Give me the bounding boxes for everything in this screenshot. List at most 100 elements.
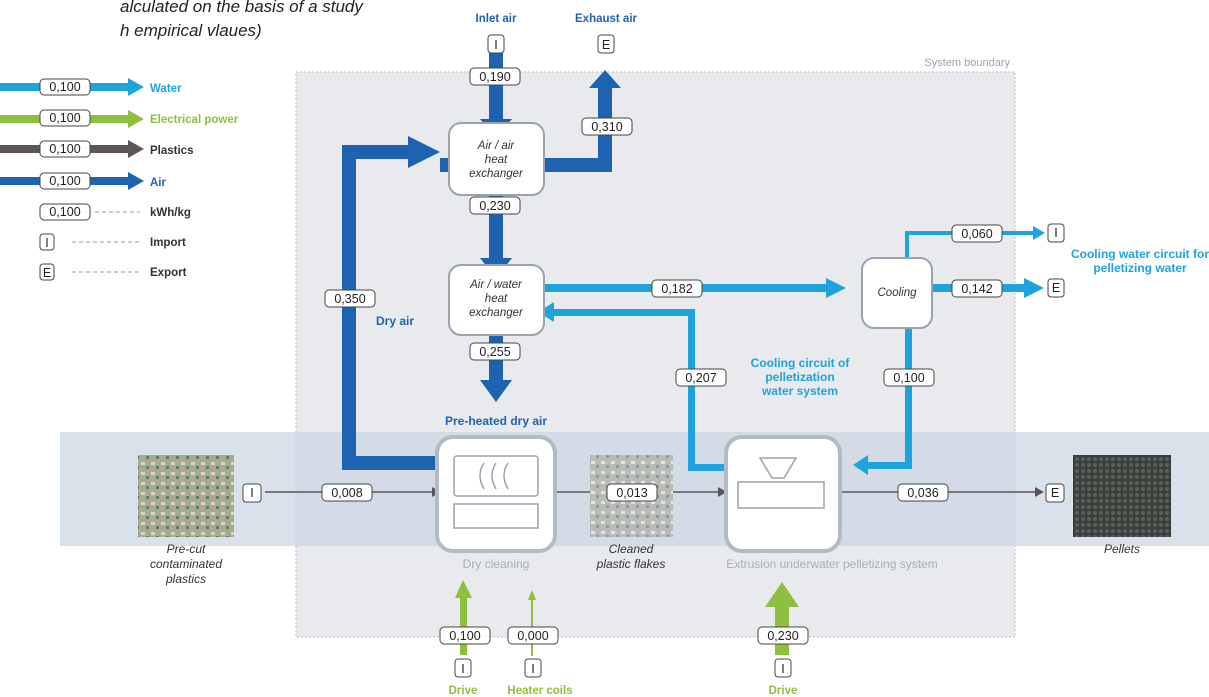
heat-waves-icon (479, 462, 509, 490)
air-air-line-2: heat (485, 154, 508, 166)
air-water-line-1: Air / water (469, 279, 523, 291)
note-line-1: alculated on the basis of a study (120, 0, 364, 16)
value-heater: 0,000 (517, 629, 548, 643)
value-heater-box (507, 626, 559, 645)
legend-plastics-label: Plastics (150, 145, 193, 157)
value-drive-ext: 0,230 (767, 629, 798, 643)
inlet-import-box (487, 34, 505, 54)
value-dry-air: 0,350 (334, 292, 365, 306)
value-return-box (675, 368, 727, 387)
value-after-air-water: 0,255 (479, 345, 510, 359)
drive-ext-import-box (774, 658, 792, 678)
value-drive-ext-box (757, 626, 809, 645)
air-air-line-1: Air / air (477, 140, 516, 152)
value-cool-import: 0,060 (961, 227, 992, 241)
value-cool-export-box (951, 279, 1003, 298)
legend-air-label: Air (150, 177, 167, 189)
inlet-air-label: Inlet air (476, 13, 517, 25)
value-cool-down: 0,100 (893, 371, 924, 385)
legend-plastics-box (39, 140, 91, 158)
flakes-line-1: Cleaned (609, 542, 654, 556)
legend-air-value: 0,100 (49, 174, 80, 188)
cooling-circuit-line-1: Cooling circuit of (751, 356, 851, 370)
value-flakes-box (606, 483, 658, 502)
legend-water-value: 0,100 (49, 80, 80, 94)
cooling-water-circuit-line-1: Cooling water circuit for (1071, 247, 1209, 261)
exhaust-export-symbol: E (602, 38, 610, 52)
pellets-export-box (1045, 483, 1065, 503)
preheated-air-label: Pre-heated dry air (445, 414, 547, 428)
cool-import-sym-box (1047, 223, 1065, 243)
value-cool-down-box (883, 368, 935, 387)
value-pellets-box (897, 483, 949, 502)
value-after-air-air: 0,230 (479, 199, 510, 213)
legend-power-box (39, 109, 91, 127)
value-exhaust-box (581, 117, 633, 136)
system-boundary-label: System boundary (924, 57, 1010, 69)
hopper-icon (758, 457, 798, 479)
value-drive-dry-box (439, 626, 491, 645)
inlet-import-symbol: I (494, 38, 497, 52)
legend-import-box (39, 233, 55, 251)
cool-export-sym-box (1047, 278, 1065, 298)
exhaust-export-box (597, 34, 615, 54)
cooling-label: Cooling (878, 287, 918, 299)
cooling-circuit-line-3: water system (761, 384, 838, 398)
air-air-line-3: exchanger (469, 168, 524, 180)
value-dry-air-box (324, 289, 376, 308)
heater-import-box (524, 658, 542, 678)
drive-ext-import-symbol: I (781, 662, 784, 676)
cooling-water-circuit-line-2: pelletizing water (1093, 261, 1187, 275)
value-drive-dry: 0,100 (449, 629, 480, 643)
legend-plastics-value: 0,100 (49, 142, 80, 156)
heater-coils-label: Heater coils (507, 685, 572, 697)
value-to-cooling-box (651, 279, 703, 298)
value-pellets-out: 0,036 (907, 486, 938, 500)
value-plastics-in-box (321, 483, 373, 502)
plastics-import-box (242, 483, 262, 503)
drive-label-1: Drive (449, 685, 478, 697)
value-after-air-air-box (469, 196, 521, 215)
extrusion-unit (724, 435, 842, 553)
legend-unit-box (39, 203, 91, 221)
value-after-air-water-box (469, 342, 521, 361)
legend-export-box (39, 263, 55, 281)
exhaust-air-label: Exhaust air (575, 13, 638, 25)
dry-cleaning-unit (435, 435, 557, 553)
air-water-line-2: heat (485, 293, 508, 305)
pellets-image (1073, 455, 1171, 537)
extrusion-label: Extrusion underwater pelletizing system (726, 557, 937, 571)
air-air-exchanger (448, 122, 545, 196)
legend-power-label: Electrical power (150, 114, 239, 126)
input-product-line-1: Pre-cut (167, 542, 206, 556)
legend-import-label: Import (150, 237, 186, 249)
value-to-cooling: 0,182 (661, 282, 692, 296)
value-plastics-in: 0,008 (331, 486, 362, 500)
legend-unit-value: 0,100 (49, 205, 80, 219)
value-cool-import-box (951, 224, 1003, 243)
heater-import-symbol: I (531, 662, 534, 676)
cooling-unit (861, 257, 933, 329)
note-line-2: h empirical vlaues) (120, 21, 262, 40)
drive-dry-import-box (454, 658, 472, 678)
cool-export-symbol: E (1052, 281, 1060, 295)
input-product-line-2: contaminated (150, 557, 222, 571)
flakes-line-2: plastic flakes (596, 557, 666, 571)
value-inlet: 0,190 (479, 70, 510, 84)
legend-import-symbol: I (45, 236, 48, 250)
legend-unit-label: kWh/kg (150, 207, 191, 219)
drive-label-2: Drive (769, 685, 798, 697)
legend-export-label: Export (150, 267, 187, 279)
value-flakes: 0,013 (616, 486, 647, 500)
cool-import-symbol: I (1054, 226, 1057, 240)
input-product-line-3: plastics (165, 572, 206, 586)
legend-water-box (39, 78, 91, 96)
air-water-line-3: exchanger (469, 307, 524, 319)
contaminated-plastics-image (138, 455, 234, 537)
legend-power-value: 0,100 (49, 111, 80, 125)
plastics-import-symbol: I (250, 486, 253, 500)
cooling-circuit-line-2: pelletization (765, 370, 834, 384)
dry-cleaning-label: Dry cleaning (463, 557, 530, 571)
value-inlet-box (469, 67, 521, 86)
